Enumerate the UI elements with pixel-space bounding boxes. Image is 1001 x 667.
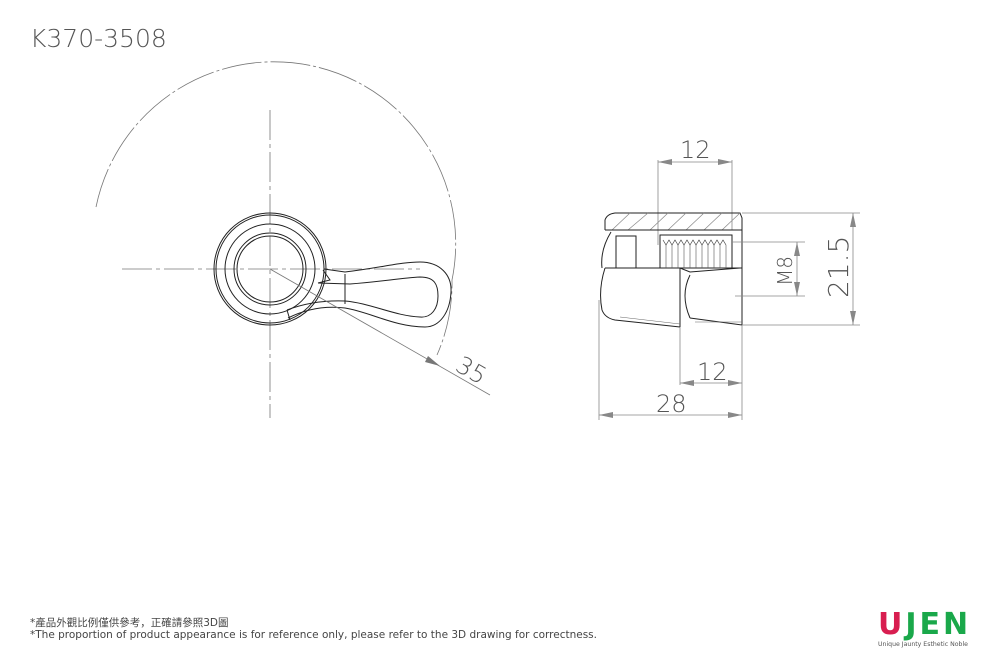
height-label: 21.5 [822,236,855,298]
logo-letters-jen: JEN [905,607,972,642]
side-view [598,159,860,420]
lever-outline [287,261,452,328]
brand-logo: UJEN Unique Jaunty Esthetic Noble [878,610,988,649]
hub-mid-ring [224,223,316,315]
swing-radius-arc [95,61,457,356]
section-body [604,212,743,268]
bottom-inner-width-label: 12 [697,358,728,386]
radius-dimension-label: 35 [451,351,491,391]
overall-length-label: 28 [656,390,687,418]
logo-tagline: Unique Jaunty Esthetic Noble [878,641,968,648]
top-width-label: 12 [680,136,711,164]
thread-label: M8 [773,256,797,286]
logo-wordmark: UJEN [878,610,988,640]
logo-letter-u: U [878,607,906,642]
radius-dimension-line [269,268,491,396]
top-view [95,61,491,418]
part-number-title: K370-3508 [30,24,167,53]
hub-bore [236,235,304,303]
radius-arrow [425,356,440,366]
note-english: *The proportion of product appearance is… [30,629,597,641]
note-chinese: *產品外觀比例僅供參考，正確請參照3D圖 [30,617,229,629]
hub-inner-ring [233,232,307,306]
